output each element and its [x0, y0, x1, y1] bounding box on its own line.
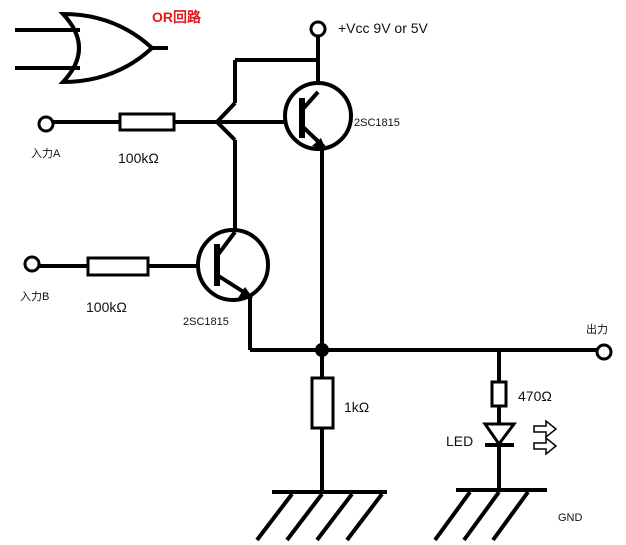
input-b-terminal: [23, 255, 41, 273]
led-resistor-value: 470Ω: [518, 388, 552, 404]
light-emission-arrows-icon: [533, 419, 558, 456]
led-diode-symbol: [482, 422, 517, 490]
input-b-label: 入力B: [20, 290, 49, 303]
transistor-bottom-part: 2SC1815: [183, 316, 229, 328]
output-label: 出力: [586, 322, 608, 336]
output-terminal: [595, 343, 613, 361]
input-a-resistor-value: 100kΩ: [118, 150, 159, 166]
input-a-terminal: [37, 115, 55, 133]
or-gate-symbol: [15, 11, 168, 85]
transistor-bottom: [196, 228, 270, 302]
input-b-resistor-value: 100kΩ: [86, 299, 127, 315]
led-label: LED: [446, 433, 473, 449]
input-b-resistor: [39, 256, 217, 277]
title-label: OR回路: [152, 9, 202, 25]
emitter-resistor-value: 1kΩ: [344, 399, 369, 415]
ground-symbol-left: [255, 490, 387, 542]
collector-wire: [233, 58, 320, 232]
ground-symbol-right: [433, 488, 547, 542]
emitter-wire-bottom: [248, 296, 322, 352]
ground-label: GND: [558, 512, 583, 524]
input-a-resistor: [53, 112, 300, 132]
supply-label: +Vcc 9V or 5V: [338, 20, 429, 36]
emitter-resistor: [310, 350, 335, 490]
input-a-label: 入力A: [31, 147, 61, 160]
transistor-top-part: 2SC1815: [354, 117, 400, 129]
transistor-top: [283, 81, 353, 151]
led-resistor: [490, 350, 508, 424]
vcc-terminal: [309, 20, 327, 60]
